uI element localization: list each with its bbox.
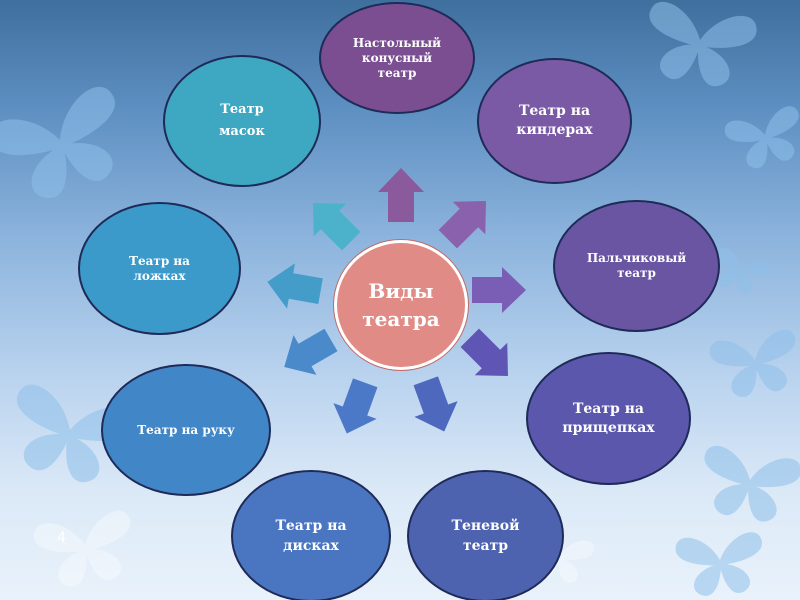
node-label-line: Театр на: [275, 516, 346, 536]
center-label-line: Виды: [362, 277, 439, 305]
node-hand-theater: Театр на руку: [101, 364, 271, 496]
node-label-line: театр: [452, 536, 520, 556]
node-label-line: дисках: [275, 536, 346, 556]
arrow-to-finger: [472, 267, 526, 313]
node-label-line: Театр на: [129, 254, 190, 269]
node-label-line: Театр на: [516, 102, 592, 121]
arrow-to-clip: [454, 322, 525, 393]
node-label-line: театр: [587, 266, 686, 281]
node-label-line: Театр: [219, 99, 265, 121]
page-number: 4: [57, 530, 66, 546]
arrow-to-mask: [297, 187, 368, 258]
node-clip-theater: Театр на прищепках: [526, 352, 691, 485]
butterfly-icon: [675, 531, 767, 598]
node-label-line: масок: [219, 121, 265, 143]
node-label-line: театр: [353, 66, 441, 81]
node-mask-theater: Театр масок: [163, 55, 321, 187]
butterfly-icon: [639, 0, 759, 92]
node-shadow-theater: Теневой театр: [407, 470, 564, 600]
node-label-line: прищепках: [562, 419, 654, 438]
arrow-to-hand: [273, 320, 343, 387]
node-label-line: Театр на руку: [137, 423, 235, 438]
center-node: Виды театра: [334, 240, 468, 370]
butterfly-icon: [723, 104, 800, 174]
node-label-line: Театр на: [562, 400, 654, 419]
arrow-to-spoon: [263, 259, 324, 314]
butterfly-icon: [32, 509, 140, 592]
center-label-line: театра: [362, 305, 439, 333]
butterfly-icon: [0, 82, 139, 211]
node-label-line: ложках: [129, 269, 190, 284]
node-finger-theater: Пальчиковый театр: [553, 200, 720, 332]
node-label-line: Пальчиковый: [587, 251, 686, 266]
node-label-line: конусный: [353, 51, 441, 66]
node-label-line: киндерах: [516, 121, 592, 140]
butterfly-icon: [695, 444, 800, 527]
arrow-to-cone: [378, 168, 424, 222]
arrow-to-kinder: [432, 185, 503, 256]
butterfly-icon: [708, 328, 800, 402]
node-kinder-theater: Театр на киндерах: [477, 58, 632, 184]
arrow-to-disk: [325, 375, 387, 441]
node-cone-theater: Настольный конусный театр: [319, 2, 475, 114]
node-spoon-theater: Театр на ложках: [78, 202, 241, 335]
node-label-line: Теневой: [452, 516, 520, 536]
arrow-to-shadow: [404, 373, 466, 439]
node-disk-theater: Театр на дисках: [231, 470, 391, 600]
node-label-line: Настольный: [353, 36, 441, 51]
